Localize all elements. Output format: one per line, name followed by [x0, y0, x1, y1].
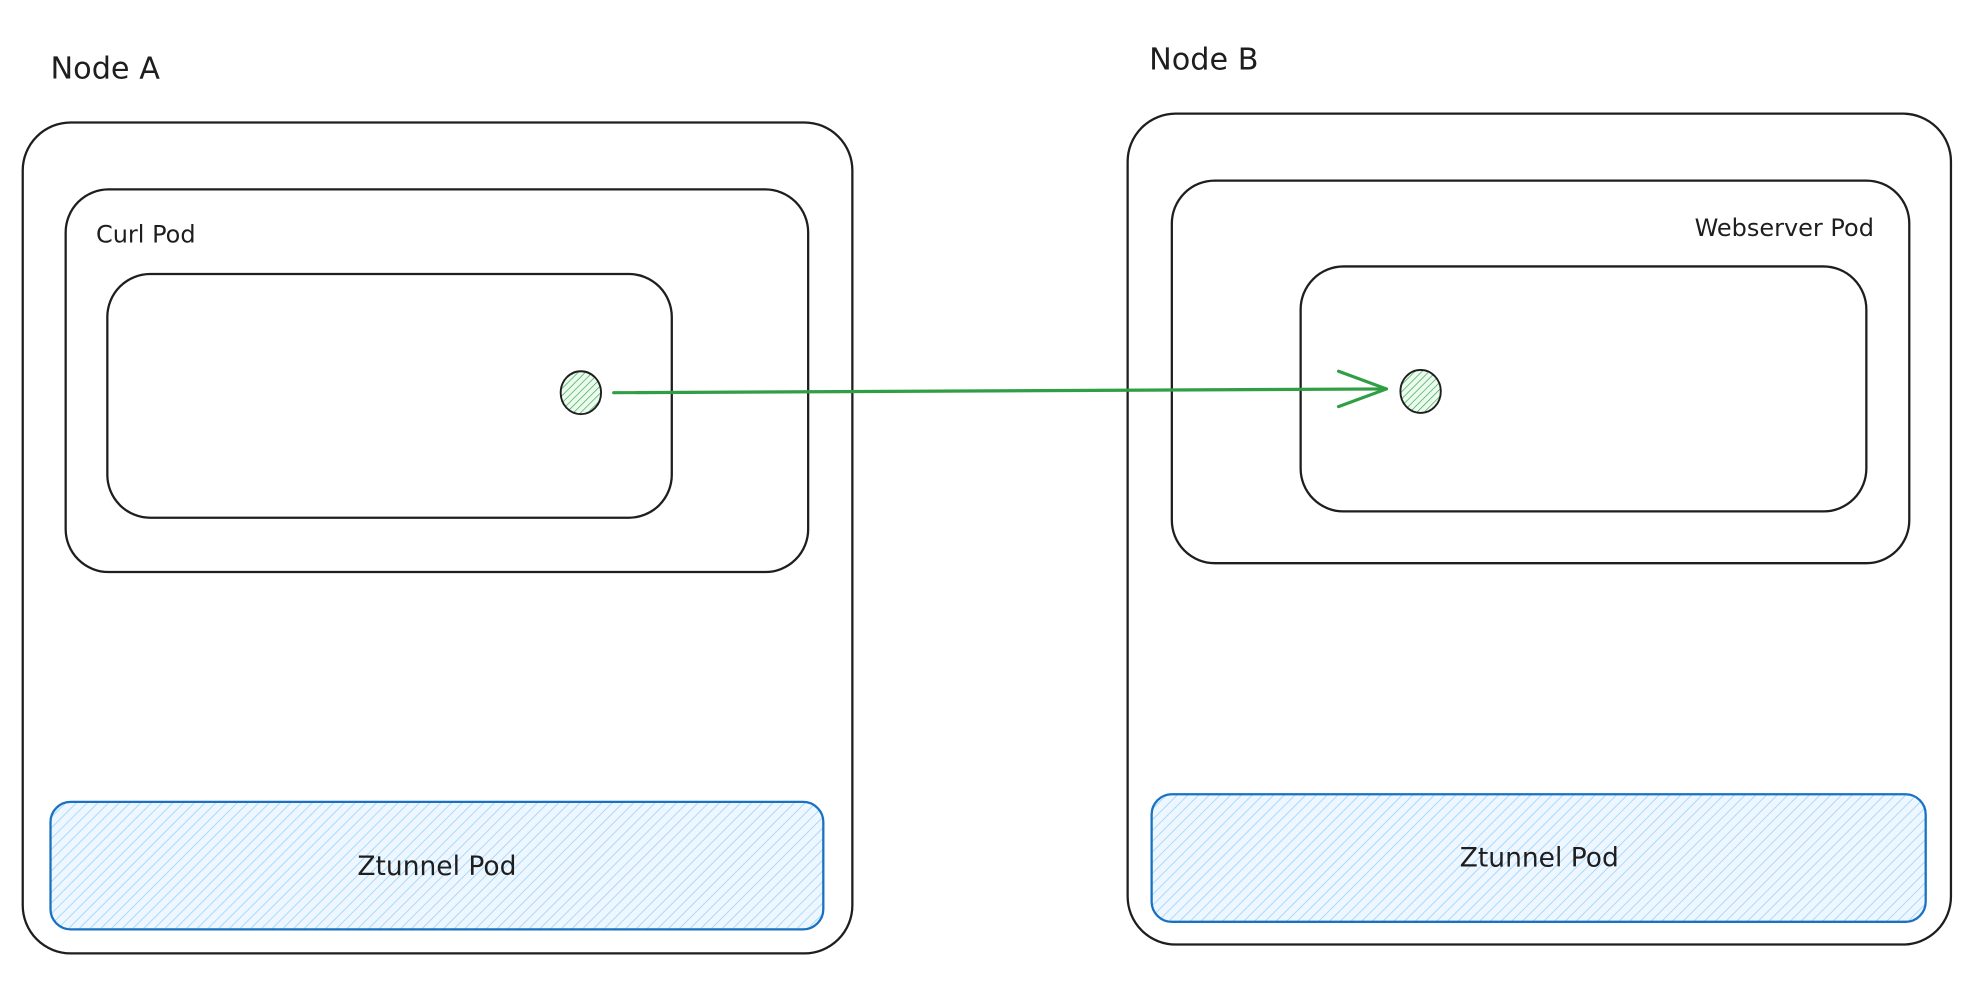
traffic-arrow — [612, 369, 1389, 409]
curl-container-box — [106, 272, 673, 519]
curl-endpoint — [559, 370, 603, 416]
node-b-label: Node B — [1149, 42, 1259, 77]
node-a-box — [21, 121, 854, 955]
curl-pod-box — [64, 188, 810, 574]
webserver-endpoint — [1399, 369, 1442, 414]
node-a-label: Node A — [51, 51, 161, 86]
curl-pod-label: Curl Pod — [96, 220, 196, 248]
arrow-head-icon — [1336, 369, 1389, 409]
webserver-pod-label: Webserver Pod — [1695, 214, 1874, 242]
ztunnel-pod-b-label: Ztunnel Pod — [1460, 842, 1619, 873]
webserver-pod-box — [1170, 179, 1911, 565]
node-b: Node B Webserver Pod Ztunnel Pod — [1126, 42, 1953, 946]
node-b-box — [1126, 112, 1953, 946]
ztunnel-pod-b — [1150, 793, 1927, 923]
node-a: Node A Curl Pod Ztunnel Pod — [21, 51, 854, 955]
ztunnel-pod-a-label: Ztunnel Pod — [357, 851, 516, 882]
ztunnel-pod-a — [49, 800, 825, 931]
